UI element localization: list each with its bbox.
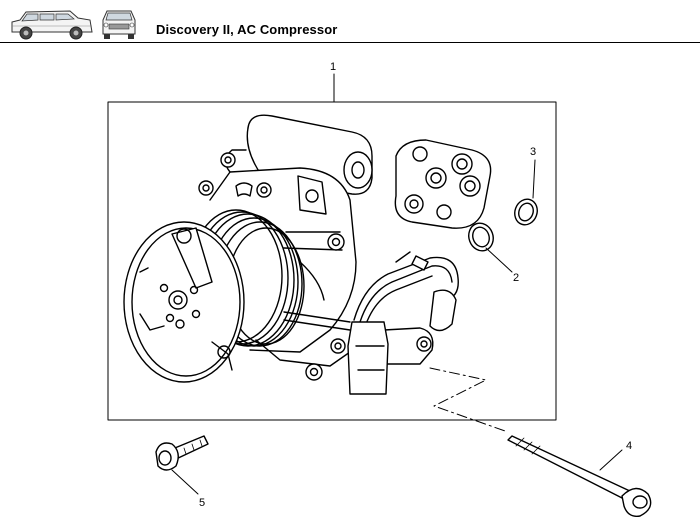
clutch-pulley <box>123 209 305 383</box>
leader-line-5 <box>171 469 199 495</box>
alignment-dash-line <box>429 367 509 433</box>
wiring-harness <box>283 251 459 395</box>
long-bolt-item-4 <box>507 435 652 517</box>
o-ring-item-2 <box>468 222 513 273</box>
manifold-block <box>394 139 492 229</box>
leader-line-2 <box>485 247 513 273</box>
o-ring-item-3 <box>514 159 538 226</box>
vehicle-side-icon <box>11 10 93 40</box>
short-bolt-item-5 <box>155 435 209 495</box>
leader-line-4 <box>599 449 623 471</box>
vehicle-front-icon <box>102 10 136 39</box>
header-divider <box>0 42 700 43</box>
callout-4: 4 <box>626 440 632 452</box>
callout-1: 1 <box>330 61 336 73</box>
page-title: Discovery II, AC Compressor <box>156 22 338 37</box>
callout-5: 5 <box>199 497 205 509</box>
page-header: Discovery II, AC Compressor <box>0 0 700 44</box>
leader-line-3 <box>532 159 536 199</box>
callout-2: 2 <box>513 272 519 284</box>
callout-3: 3 <box>530 146 536 158</box>
assembly-frame <box>107 101 557 421</box>
